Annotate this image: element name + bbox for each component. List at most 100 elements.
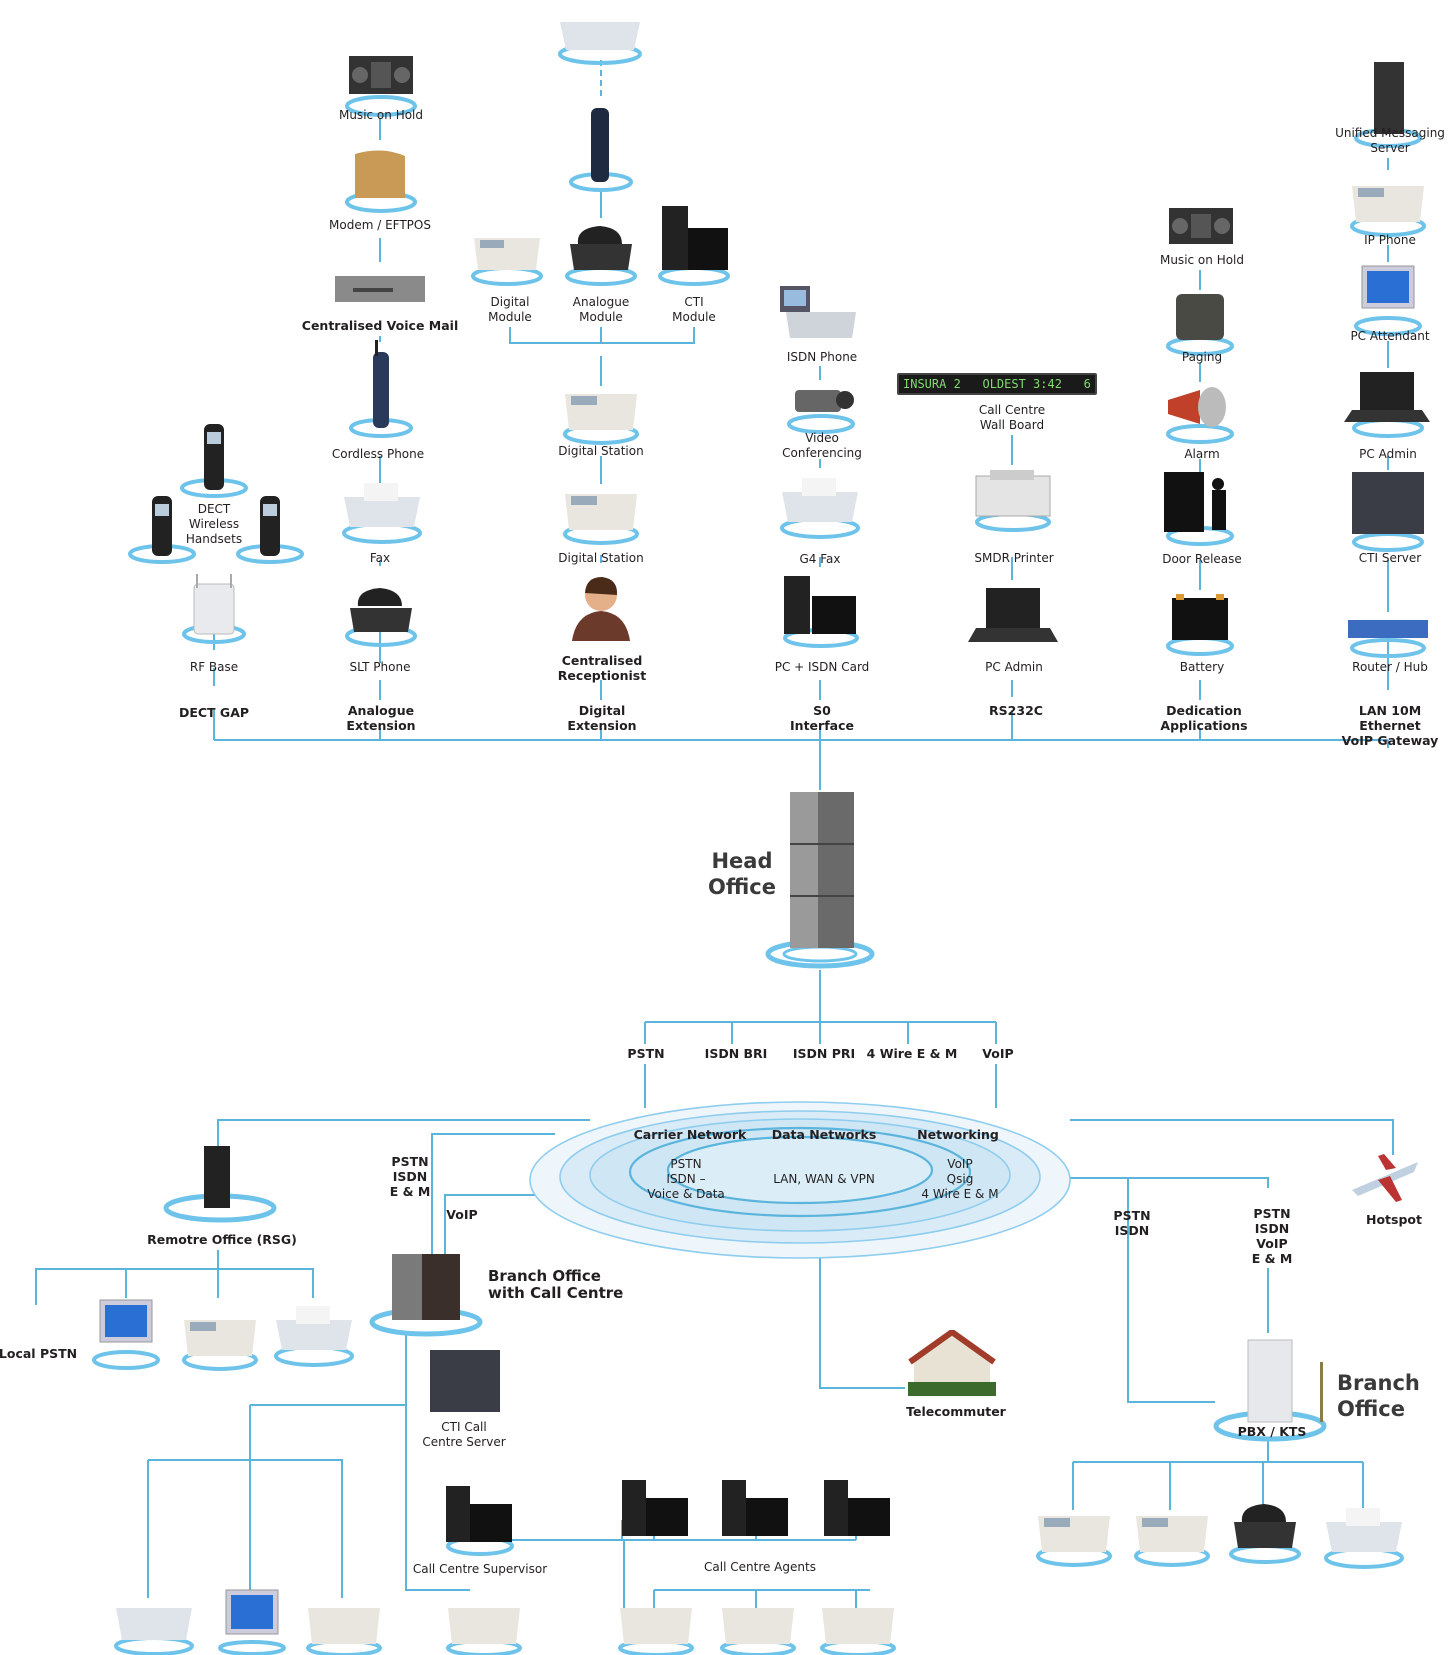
cordless-phone-icon	[349, 340, 413, 438]
fax-icon	[274, 1306, 354, 1367]
digital-phone-icon	[618, 1608, 694, 1655]
fax-icon	[780, 478, 860, 539]
ip-phone-icon	[1350, 186, 1426, 237]
monitor-icon	[92, 1299, 160, 1370]
computer-icon	[783, 576, 859, 648]
network-carrier: Carrier Network	[633, 1127, 747, 1142]
label-isdn-phone: ISDN Phone	[786, 350, 858, 364]
fax-icon	[1324, 1508, 1404, 1569]
computer-icon	[658, 206, 730, 286]
voice-mail-icon	[335, 276, 425, 302]
fax-icon	[114, 1608, 194, 1655]
video-camera-icon	[787, 390, 855, 434]
label-hotspot: Hotspot	[1366, 1212, 1422, 1227]
receptionist-icon	[572, 577, 630, 641]
dect-handset-icon	[236, 496, 304, 564]
digital-phone-icon	[471, 238, 543, 286]
digital-phone-icon	[563, 494, 639, 545]
label-digital-station-1: Digital Station	[558, 444, 644, 458]
label-router: Router / Hub	[1352, 660, 1428, 674]
rf-base-icon	[182, 574, 246, 644]
label-cordless: Cordless Phone	[331, 447, 425, 461]
network-data: Data Networks	[771, 1127, 877, 1142]
desk-phone-icon	[345, 588, 417, 647]
fax-icon	[558, 22, 642, 65]
pbx-icon	[1213, 1339, 1327, 1442]
digital-phone-icon	[720, 1608, 796, 1655]
label-pc-attendant: PC Attendant	[1350, 329, 1430, 343]
label-alarm: Alarm	[1184, 447, 1220, 461]
isdn-phone-icon	[780, 286, 856, 338]
label-rf-base: RF Base	[189, 660, 239, 674]
modem-icon	[345, 150, 417, 213]
label-telecommuter: Telecommuter	[906, 1404, 1006, 1419]
label-g4-fax: G4 Fax	[799, 552, 841, 566]
speaker-icon	[1166, 294, 1234, 356]
label-pc-admin-mid: PC Admin	[985, 660, 1043, 674]
stereo-icon	[1169, 208, 1233, 244]
digital-phone-icon	[820, 1608, 896, 1655]
computer-icon	[722, 1480, 788, 1536]
digital-phone-icon	[446, 1608, 522, 1655]
label-digital-station-2: Digital Station	[558, 551, 644, 565]
trunk-isdn-bri: ISDN BRI	[704, 1046, 768, 1061]
trunk-isdn-pri: ISDN PRI	[792, 1046, 856, 1061]
computer-icon	[622, 1480, 688, 1536]
trunk-pstn: PSTN	[627, 1046, 665, 1061]
label-rs232: RS232C	[989, 703, 1043, 718]
label-battery: Battery	[1179, 660, 1225, 674]
digital-phone-icon	[1134, 1516, 1210, 1567]
label-cti-server: CTI Server	[1358, 551, 1422, 565]
digital-phone-icon	[1036, 1516, 1112, 1567]
computer-icon	[824, 1480, 890, 1536]
label-local-pstn: Local PSTN	[0, 1346, 78, 1361]
label-fax: Fax	[369, 551, 391, 565]
fax-icon	[342, 483, 422, 544]
label-modem: Modem / EFTPOS	[329, 218, 431, 232]
label-supervisor: Call Centre Supervisor	[412, 1562, 548, 1576]
label-pbx: PBX / KTS	[1237, 1424, 1307, 1439]
computer-icon	[446, 1486, 514, 1556]
label-pc-admin-right: PC Admin	[1359, 447, 1417, 461]
network-networking: Networking	[917, 1127, 999, 1142]
network-data-sub: LAN, WAN & VPN	[773, 1172, 875, 1186]
battery-icon	[1166, 594, 1234, 656]
dect-handset-icon	[180, 424, 248, 498]
label-ip-phone: IP Phone	[1364, 233, 1416, 247]
digital-phone-icon	[182, 1320, 258, 1371]
label-remote-office: Remotre Office (RSG)	[147, 1232, 297, 1247]
label-pc-isdn: PC + ISDN Card	[774, 660, 870, 674]
airplane-icon	[1352, 1154, 1418, 1202]
digital-phone-icon	[306, 1608, 382, 1655]
stereo-icon	[345, 56, 417, 117]
label-dect-gap: DECT GAP	[178, 705, 250, 720]
door-release-icon	[1164, 472, 1234, 546]
remote-office-icon	[163, 1146, 277, 1223]
label-door-release: Door Release	[1162, 552, 1242, 566]
server-icon	[1352, 472, 1424, 552]
digital-phone-icon	[563, 394, 639, 445]
label-slt: SLT Phone	[349, 660, 411, 674]
desk-phone-icon	[565, 226, 637, 286]
trunk-4wire: 4 Wire E & M	[866, 1046, 958, 1061]
label-music-on-hold-right: Music on Hold	[1159, 253, 1245, 267]
house-icon	[908, 1330, 996, 1396]
